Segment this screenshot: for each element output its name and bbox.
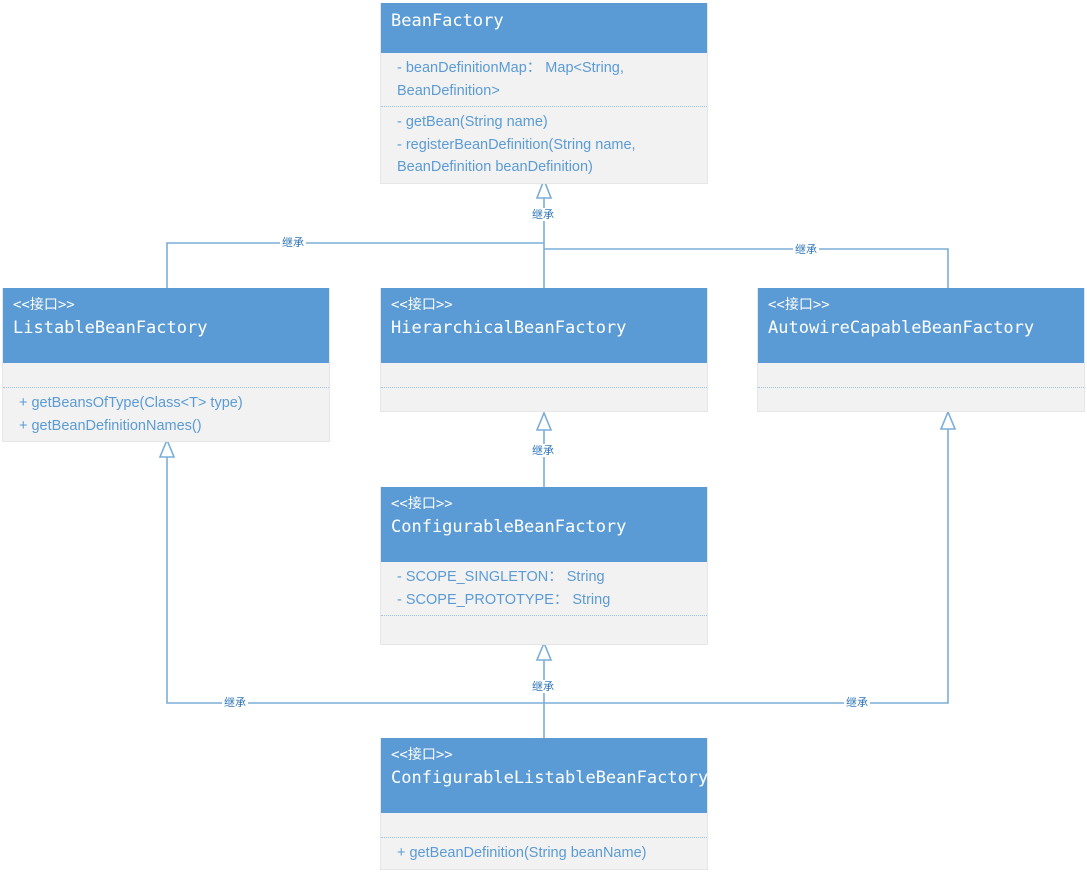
stereotype-label: <<接口>> xyxy=(391,496,453,512)
attribute-row: - beanDefinitionMap： Map<String, BeanDef… xyxy=(397,60,624,99)
edge-label-listable-to-beanfactory: 继承 xyxy=(280,236,306,249)
method-row: - registerBeanDefinition(String name, Be… xyxy=(397,136,636,176)
attributes-autowirecapablebeanfactory xyxy=(758,363,1084,388)
edge-label-configurable-to-hierarchical: 继承 xyxy=(530,444,556,457)
arrowhead-hierarchical xyxy=(535,410,553,431)
edge-label-clbf-to-configurable: 继承 xyxy=(530,680,556,693)
method-row: - getBean(String name) xyxy=(397,114,548,130)
method-row: + getBeansOfType(Class<T> type) xyxy=(19,395,243,411)
class-box-hierarchicalbeanfactory[interactable]: <<接口>> HierarchicalBeanFactory xyxy=(380,288,708,412)
methods-configurablebeanfactory xyxy=(381,616,707,644)
class-name-configurablebeanfactory: ConfigurableBeanFactory xyxy=(391,517,627,537)
class-box-autowirecapablebeanfactory[interactable]: <<接口>> AutowireCapableBeanFactory xyxy=(757,288,1085,412)
class-box-beanfactory[interactable]: BeanFactory - beanDefinitionMap： Map<Str… xyxy=(380,3,708,184)
arrowhead-configurable xyxy=(535,640,553,661)
stereotype-label: <<接口>> xyxy=(391,297,453,313)
methods-beanfactory: - getBean(String name) - registerBeanDef… xyxy=(381,107,707,183)
edge-autowire-to-beanfactory xyxy=(544,248,949,288)
method-row: + getBeanDefinition(String beanName) xyxy=(397,845,647,861)
stereotype-label: <<接口>> xyxy=(768,297,830,313)
attribute-row: - SCOPE_PROTOTYPE： String xyxy=(397,591,611,608)
edge-label-clbf-to-autowire: 继承 xyxy=(844,696,870,709)
stereotype-label: <<接口>> xyxy=(13,297,75,313)
stereotype-label: <<接口>> xyxy=(391,747,453,763)
class-name-listablebeanfactory: ListableBeanFactory xyxy=(13,318,208,338)
class-name-beanfactory: BeanFactory xyxy=(391,11,504,31)
edge-label-hierarchical-to-beanfactory: 继承 xyxy=(530,208,556,221)
attributes-beanfactory: - beanDefinitionMap： Map<String, BeanDef… xyxy=(381,53,707,107)
class-header-listablebeanfactory: <<接口>> ListableBeanFactory xyxy=(3,288,329,363)
methods-listablebeanfactory: + getBeansOfType(Class<T> type) + getBea… xyxy=(3,388,329,441)
edge-label-autowire-to-beanfactory: 继承 xyxy=(793,243,819,256)
arrowhead-autowire xyxy=(939,409,957,430)
methods-configurablelistablebeanfactory: + getBeanDefinition(String beanName) xyxy=(381,838,707,869)
class-header-autowirecapablebeanfactory: <<接口>> AutowireCapableBeanFactory xyxy=(758,288,1084,363)
class-name-hierarchicalbeanfactory: HierarchicalBeanFactory xyxy=(391,318,627,338)
class-header-configurablelistablebeanfactory: <<接口>> ConfigurableListableBeanFactory xyxy=(381,738,709,813)
arrowhead-listable xyxy=(158,437,176,458)
methods-hierarchicalbeanfactory xyxy=(381,388,707,411)
attribute-row: - SCOPE_SINGLETON： String xyxy=(397,569,605,585)
attributes-configurablelistablebeanfactory xyxy=(381,813,707,838)
attributes-configurablebeanfactory: - SCOPE_SINGLETON： String - SCOPE_PROTOT… xyxy=(381,562,707,616)
class-box-listablebeanfactory[interactable]: <<接口>> ListableBeanFactory + getBeansOfT… xyxy=(2,288,330,442)
class-header-beanfactory: BeanFactory xyxy=(381,3,707,53)
class-name-autowirecapablebeanfactory: AutowireCapableBeanFactory xyxy=(768,318,1035,338)
attributes-listablebeanfactory xyxy=(3,363,329,388)
edge-label-clbf-to-listable: 继承 xyxy=(222,696,248,709)
class-header-configurablebeanfactory: <<接口>> ConfigurableBeanFactory xyxy=(381,487,707,562)
attributes-hierarchicalbeanfactory xyxy=(381,363,707,388)
class-header-hierarchicalbeanfactory: <<接口>> HierarchicalBeanFactory xyxy=(381,288,707,363)
method-row: + getBeanDefinitionNames() xyxy=(19,417,202,434)
class-box-configurablebeanfactory[interactable]: <<接口>> ConfigurableBeanFactory - SCOPE_S… xyxy=(380,487,708,645)
methods-autowirecapablebeanfactory xyxy=(758,388,1084,411)
edge-listable-to-beanfactory xyxy=(166,242,544,288)
class-box-configurablelistablebeanfactory[interactable]: <<接口>> ConfigurableListableBeanFactory +… xyxy=(380,738,708,870)
class-name-configurablelistablebeanfactory: ConfigurableListableBeanFactory xyxy=(391,768,709,788)
